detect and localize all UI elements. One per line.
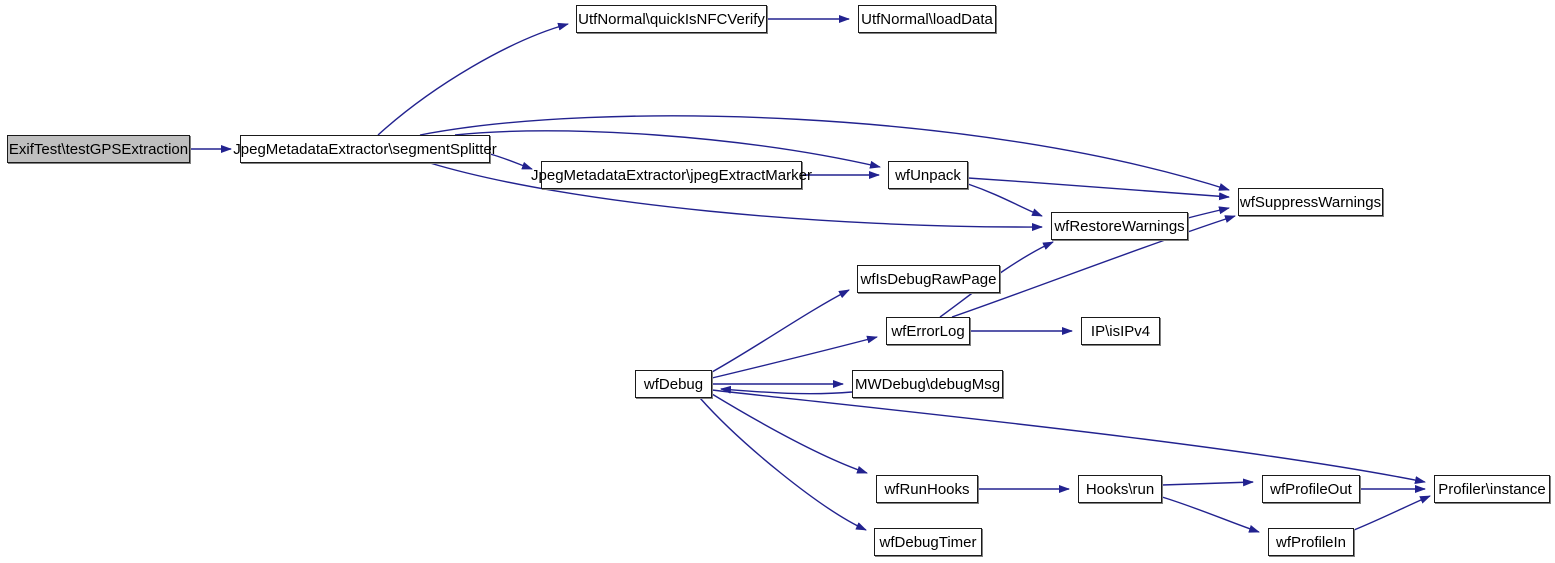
graph-node-label: UtfNormal\loadData [861, 10, 993, 28]
graph-edge [711, 289, 850, 373]
graph-node-wfRunHooks[interactable]: wfRunHooks [876, 475, 978, 503]
graph-node-label: JpegMetadataExtractor\segmentSplitter [233, 140, 497, 158]
graph-node-wfErrorLog[interactable]: wfErrorLog [886, 317, 970, 345]
graph-node-label: IP\isIPv4 [1090, 322, 1151, 340]
graph-node-testGPSExtraction[interactable]: ExifTest\testGPSExtraction [7, 135, 190, 163]
graph-node-wfDebugTimer[interactable]: wfDebugTimer [874, 528, 982, 556]
graph-node-label: ExifTest\testGPSExtraction [8, 140, 189, 158]
graph-node-profilerInstance[interactable]: Profiler\instance [1434, 475, 1550, 503]
graph-node-wfUnpack[interactable]: wfUnpack [888, 161, 968, 189]
graph-node-label: wfProfileIn [1275, 533, 1347, 551]
graph-node-label: wfSuppressWarnings [1239, 193, 1382, 211]
graph-node-label: wfIsDebugRawPage [860, 270, 997, 288]
graph-node-wfSuppressWarnings[interactable]: wfSuppressWarnings [1238, 188, 1383, 216]
graph-node-wfDebug[interactable]: wfDebug [635, 370, 712, 398]
graph-node-loadData[interactable]: UtfNormal\loadData [858, 5, 996, 33]
graph-node-label: wfRunHooks [884, 480, 970, 498]
graph-edge [711, 389, 1426, 484]
graph-node-segmentSplitter[interactable]: JpegMetadataExtractor\segmentSplitter [233, 135, 497, 163]
graph-edge [377, 22, 569, 136]
graph-node-label: MWDebug\debugMsg [854, 375, 1001, 393]
graph-edge [720, 385, 853, 395]
graph-node-label: wfRestoreWarnings [1054, 217, 1185, 235]
graph-edge [1353, 495, 1431, 531]
graph-node-quickIsNFCVerify[interactable]: UtfNormal\quickIsNFCVerify [576, 5, 767, 33]
graph-node-wfRestoreWarnings[interactable]: wfRestoreWarnings [1051, 212, 1188, 240]
graph-edge [711, 393, 868, 474]
graph-node-label: wfProfileOut [1270, 480, 1352, 498]
graph-node-label: wfUnpack [895, 166, 961, 184]
graph-edge [967, 177, 1230, 201]
graph-node-jpegExtractMarker[interactable]: JpegMetadataExtractor\jpegExtractMarker [531, 161, 812, 189]
graph-edge [1161, 478, 1254, 487]
graph-node-isIPv4[interactable]: IP\isIPv4 [1081, 317, 1160, 345]
graph-node-wfProfileOut[interactable]: wfProfileOut [1262, 475, 1360, 503]
graph-node-label: wfErrorLog [891, 322, 965, 340]
graph-node-wfIsDebugRawPage[interactable]: wfIsDebugRawPage [857, 265, 1000, 293]
graph-node-wfProfileIn[interactable]: wfProfileIn [1268, 528, 1354, 556]
graph-edge [967, 183, 1043, 217]
graph-node-label: Profiler\instance [1438, 480, 1546, 498]
graph-node-debugMsg[interactable]: MWDebug\debugMsg [852, 370, 1003, 398]
graph-edge [1161, 496, 1260, 533]
graph-node-label: JpegMetadataExtractor\jpegExtractMarker [531, 166, 812, 184]
graph-edges [190, 15, 1431, 533]
graph-edge [699, 397, 867, 531]
graph-node-label: wfDebug [643, 375, 704, 393]
graph-node-label: UtfNormal\quickIsNFCVerify [578, 10, 765, 28]
graph-node-label: Hooks\run [1085, 480, 1155, 498]
graph-node-label: wfDebugTimer [879, 533, 977, 551]
graph-edge [1187, 206, 1230, 219]
graph-node-hooksRun[interactable]: Hooks\run [1078, 475, 1162, 503]
